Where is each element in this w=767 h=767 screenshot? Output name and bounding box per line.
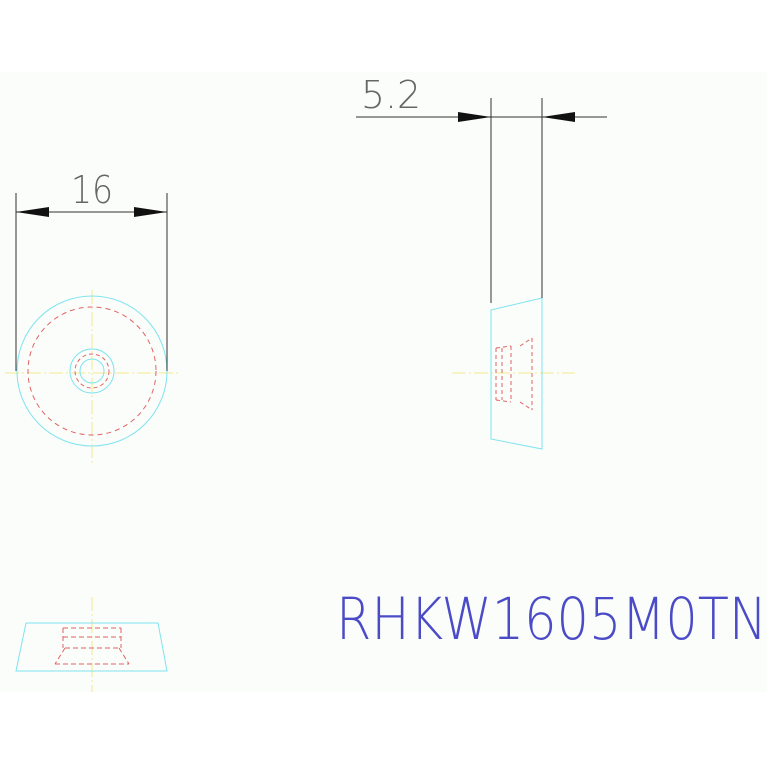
arrowhead-right <box>542 112 575 122</box>
hidden-line <box>519 337 533 347</box>
hidden-line <box>495 399 512 403</box>
drawing-sheet <box>0 72 767 692</box>
arrowhead-right <box>134 207 167 217</box>
hole-outer-circle <box>69 348 115 394</box>
arrowhead-left <box>16 207 49 217</box>
top-view: 16 <box>5 168 180 465</box>
hidden-line <box>54 647 66 665</box>
hidden-line <box>495 345 512 349</box>
hole-inner-circle <box>79 358 105 384</box>
hidden-line <box>519 401 533 411</box>
dimension-thickness: 5.2 <box>356 73 607 303</box>
arrowhead-left <box>458 112 491 122</box>
insert-front-outline <box>15 622 168 672</box>
dimension-thickness-label: 5.2 <box>361 73 421 117</box>
insert-hidden-circle <box>27 306 157 436</box>
dimension-width-label: 16 <box>71 168 113 212</box>
front-view-hidden-lines <box>54 627 130 665</box>
side-view-hidden-lines <box>495 337 533 411</box>
hole-hidden-circle <box>74 353 110 389</box>
part-code-label: RHKW1605M0TN <box>336 585 767 653</box>
dimension-width: 16 <box>15 168 168 371</box>
hidden-line <box>118 647 130 665</box>
insert-side-outline <box>490 297 543 450</box>
front-view <box>15 597 168 692</box>
side-view: 5.2 <box>356 73 607 450</box>
